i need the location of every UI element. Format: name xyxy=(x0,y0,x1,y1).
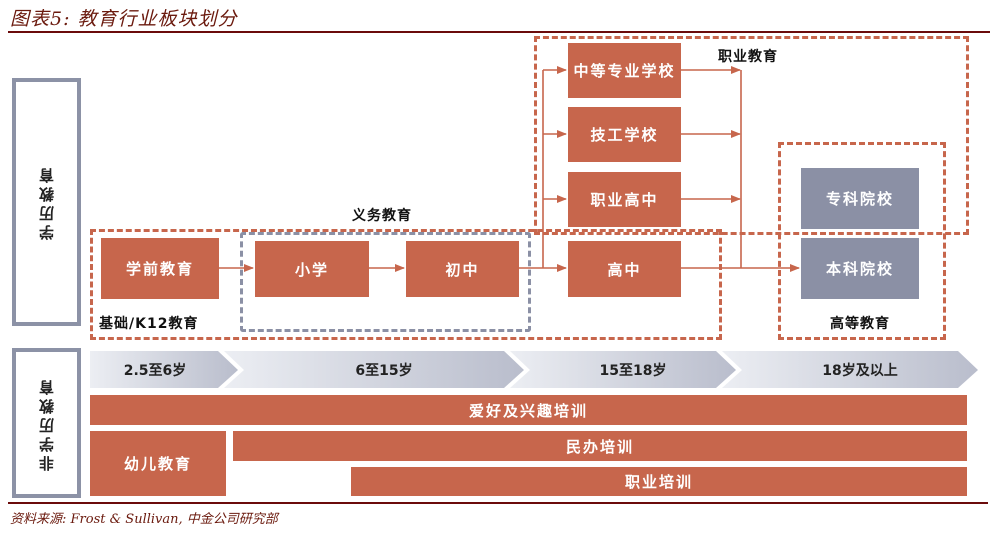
academic-education-label: 学历教育 xyxy=(38,164,56,240)
node-junior-high: 初中 xyxy=(406,241,519,297)
title-divider xyxy=(8,31,990,33)
age-band-4-label: 18岁及以上 xyxy=(822,362,898,379)
node-junior-college-label: 专科院校 xyxy=(825,190,894,208)
node-secondary-vocational: 中等专业学校 xyxy=(568,43,681,98)
bar-hobby-training: 爱好及兴趣培训 xyxy=(90,395,967,425)
node-junior-high-label: 初中 xyxy=(445,260,480,279)
age-band-1-label: 2.5至6岁 xyxy=(123,362,187,379)
higher-education-label: 高等教育 xyxy=(830,316,890,332)
node-vocational-high: 职业高中 xyxy=(568,172,681,227)
compulsory-education-label: 义务教育 xyxy=(352,208,412,224)
node-technical-school-label: 技工学校 xyxy=(590,126,659,144)
non-academic-education-label: 非学历教育 xyxy=(38,375,56,471)
age-band-chevrons xyxy=(90,351,978,388)
age-band-4-shape xyxy=(722,351,978,388)
node-junior-college: 专科院校 xyxy=(801,168,919,229)
figure-title: 图表5: 教育行业板块划分 xyxy=(10,8,238,30)
non-academic-education-label-box: 非学历教育 xyxy=(12,348,81,498)
node-senior-high: 高中 xyxy=(568,241,681,297)
higher-education-group xyxy=(778,142,946,340)
source-note: 资料来源: Frost & Sullivan, 中金公司研究部 xyxy=(10,512,278,527)
node-secondary-vocational-label: 中等专业学校 xyxy=(573,62,676,80)
bar-private-tutoring-label: 民办培训 xyxy=(565,437,634,456)
bar-private-tutoring: 民办培训 xyxy=(233,431,967,461)
bar-vocational-training-label: 职业培训 xyxy=(624,473,693,491)
bar-early-childhood-label: 幼儿教育 xyxy=(123,455,192,473)
age-band-2-label: 6至15岁 xyxy=(355,362,413,379)
node-preschool: 学前教育 xyxy=(101,238,219,299)
age-band-3-label: 15至18岁 xyxy=(599,362,667,379)
bar-vocational-training: 职业培训 xyxy=(351,467,967,496)
bar-hobby-training-label: 爱好及兴趣培训 xyxy=(468,401,588,420)
k12-education-group xyxy=(90,229,722,340)
academic-education-label-box: 学历教育 xyxy=(12,78,81,326)
node-primary-label: 小学 xyxy=(294,260,329,279)
node-vocational-high-label: 职业高中 xyxy=(590,191,659,209)
node-senior-high-label: 高中 xyxy=(607,260,642,279)
node-technical-school: 技工学校 xyxy=(568,107,681,162)
age-band-1-shape xyxy=(90,351,238,388)
age-band-3-shape xyxy=(510,351,736,388)
node-primary: 小学 xyxy=(255,241,369,297)
node-undergraduate-label: 本科院校 xyxy=(825,260,894,278)
age-band-2-shape xyxy=(224,351,524,388)
compulsory-education-group xyxy=(240,232,531,332)
node-preschool-label: 学前教育 xyxy=(125,260,194,278)
footer-divider xyxy=(8,502,988,504)
k12-education-label: 基础/K12教育 xyxy=(99,316,199,332)
vocational-education-label: 职业教育 xyxy=(718,49,778,65)
bar-early-childhood: 幼儿教育 xyxy=(90,431,226,496)
node-undergraduate: 本科院校 xyxy=(801,238,919,299)
vocational-education-group xyxy=(534,36,969,235)
